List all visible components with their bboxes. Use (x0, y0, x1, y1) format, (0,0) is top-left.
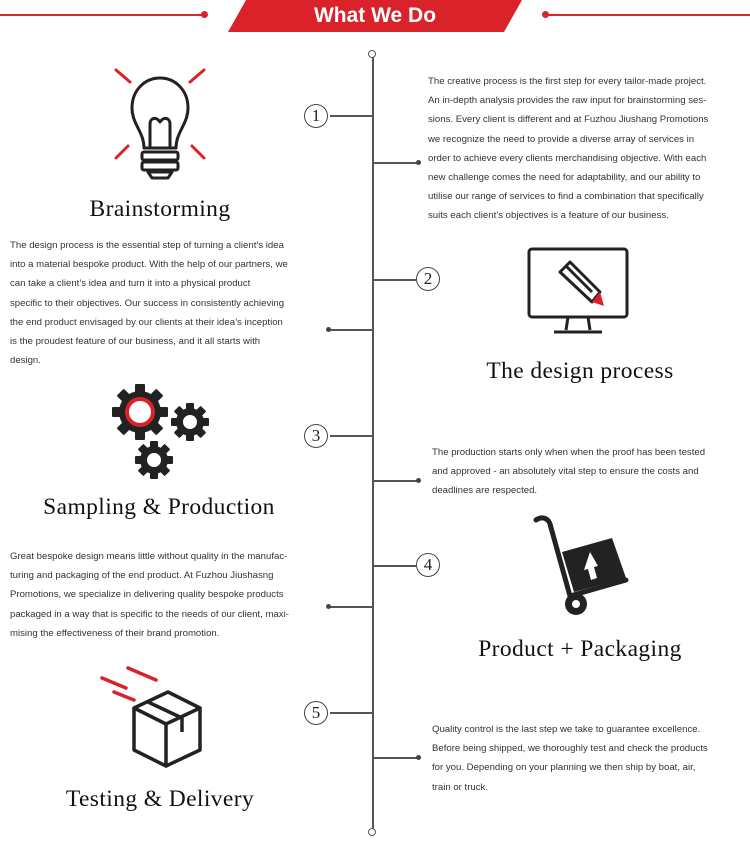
timeline-start-cap (368, 50, 376, 58)
step-4-line: mising the effectiveness of their brand … (10, 627, 220, 639)
step-4-line: packaged in a way that is specific to th… (10, 608, 289, 620)
step-2-line: into a material bespoke product. With th… (10, 259, 288, 271)
step-2-description: The design process is the essential step… (10, 236, 288, 370)
step-2-line: specific to their objectives. Our succes… (10, 297, 285, 309)
step-4-description: Great bespoke design means little withou… (10, 547, 289, 643)
step-1-description: The creative process is the first step f… (428, 72, 708, 226)
header-dot-right (542, 11, 549, 18)
step-1-title: Brainstorming (89, 196, 231, 222)
step-4-connector (374, 565, 416, 567)
step-4-line: Great bespoke design means little withou… (10, 551, 288, 562)
step-1-line: we recognize the need to provide a diver… (428, 133, 695, 145)
gears-icon (112, 384, 209, 479)
step-3-line: deadlines are respected. (432, 485, 538, 497)
step-5-connector (330, 712, 372, 714)
step-2-line: the end product envisaged by our clients… (10, 316, 283, 328)
lightbulb-icon (114, 68, 206, 180)
step-1-number: 1 (304, 104, 328, 128)
step-5-text-connector (374, 757, 418, 759)
header-dot-left (201, 11, 208, 18)
step-1-connector (330, 115, 372, 117)
step-2-line: The design process is the essential step… (10, 240, 284, 251)
step-1-text-connector (374, 162, 418, 164)
step-3-text-dot (416, 478, 421, 483)
step-5-line: Quality control is the last step we take… (432, 724, 701, 735)
step-3-text-connector (374, 480, 418, 482)
step-3-description: The production starts only when when the… (432, 443, 705, 501)
monitor-pencil-icon (527, 247, 629, 334)
timeline-line (372, 56, 374, 832)
header-rule-left (0, 14, 205, 16)
step-5-line: for you. Depending on your planning we t… (432, 762, 696, 774)
step-3-line: The production starts only when when the… (432, 447, 706, 458)
step-3-connector (330, 435, 372, 437)
step-5-line: Before being shipped, we thoroughly test… (432, 743, 708, 755)
step-5-line: train or truck. (432, 781, 488, 793)
step-2-text-connector (330, 329, 372, 331)
step-1-text-dot (416, 160, 421, 165)
step-2-line: design. (10, 355, 41, 367)
step-1-line: suits each client’s objectives is a feat… (428, 210, 669, 222)
step-5-text-dot (416, 755, 421, 760)
step-4-text-connector (330, 606, 372, 608)
step-4-number: 4 (416, 553, 440, 577)
hand-truck-icon (533, 515, 629, 615)
header-rule-right (546, 14, 750, 16)
step-4-text-dot (326, 604, 331, 609)
step-2-line: is the proudest feature of our business,… (10, 336, 261, 348)
step-4-line: turing and packaging of the end product.… (10, 570, 274, 582)
step-1-line: sions. Every client is different and at … (428, 114, 709, 126)
step-1-line: utilise our range of services to find a … (428, 191, 704, 203)
header-banner (228, 0, 522, 32)
step-4-line: Promotions, we specialize in delivering … (10, 589, 284, 601)
step-5-number: 5 (304, 701, 328, 725)
step-1-line: new challenge comes the need for adaptab… (428, 172, 701, 184)
step-3-number: 3 (304, 424, 328, 448)
step-2-line: can take a client’s idea and turn it int… (10, 278, 251, 290)
step-2-connector (374, 279, 416, 281)
timeline-end-cap (368, 828, 376, 836)
step-2-title: The design process (486, 358, 674, 384)
step-4-title: Product + Packaging (478, 636, 682, 662)
step-3-line: and approved - an absolutely vital step … (432, 466, 699, 478)
step-1-line: order to achieve every clients merchandi… (428, 152, 707, 164)
page-title: What We Do (313, 4, 437, 27)
step-5-description: Quality control is the last step we take… (432, 720, 708, 797)
step-1-line: The creative process is the first step f… (428, 76, 707, 87)
box-delivery-icon (100, 666, 202, 768)
step-2-number: 2 (416, 267, 440, 291)
step-1-line: An in-depth analysis provides the raw in… (428, 95, 707, 107)
step-3-title: Sampling & Production (43, 494, 275, 520)
step-5-title: Testing & Delivery (65, 786, 255, 812)
step-2-text-dot (326, 327, 331, 332)
